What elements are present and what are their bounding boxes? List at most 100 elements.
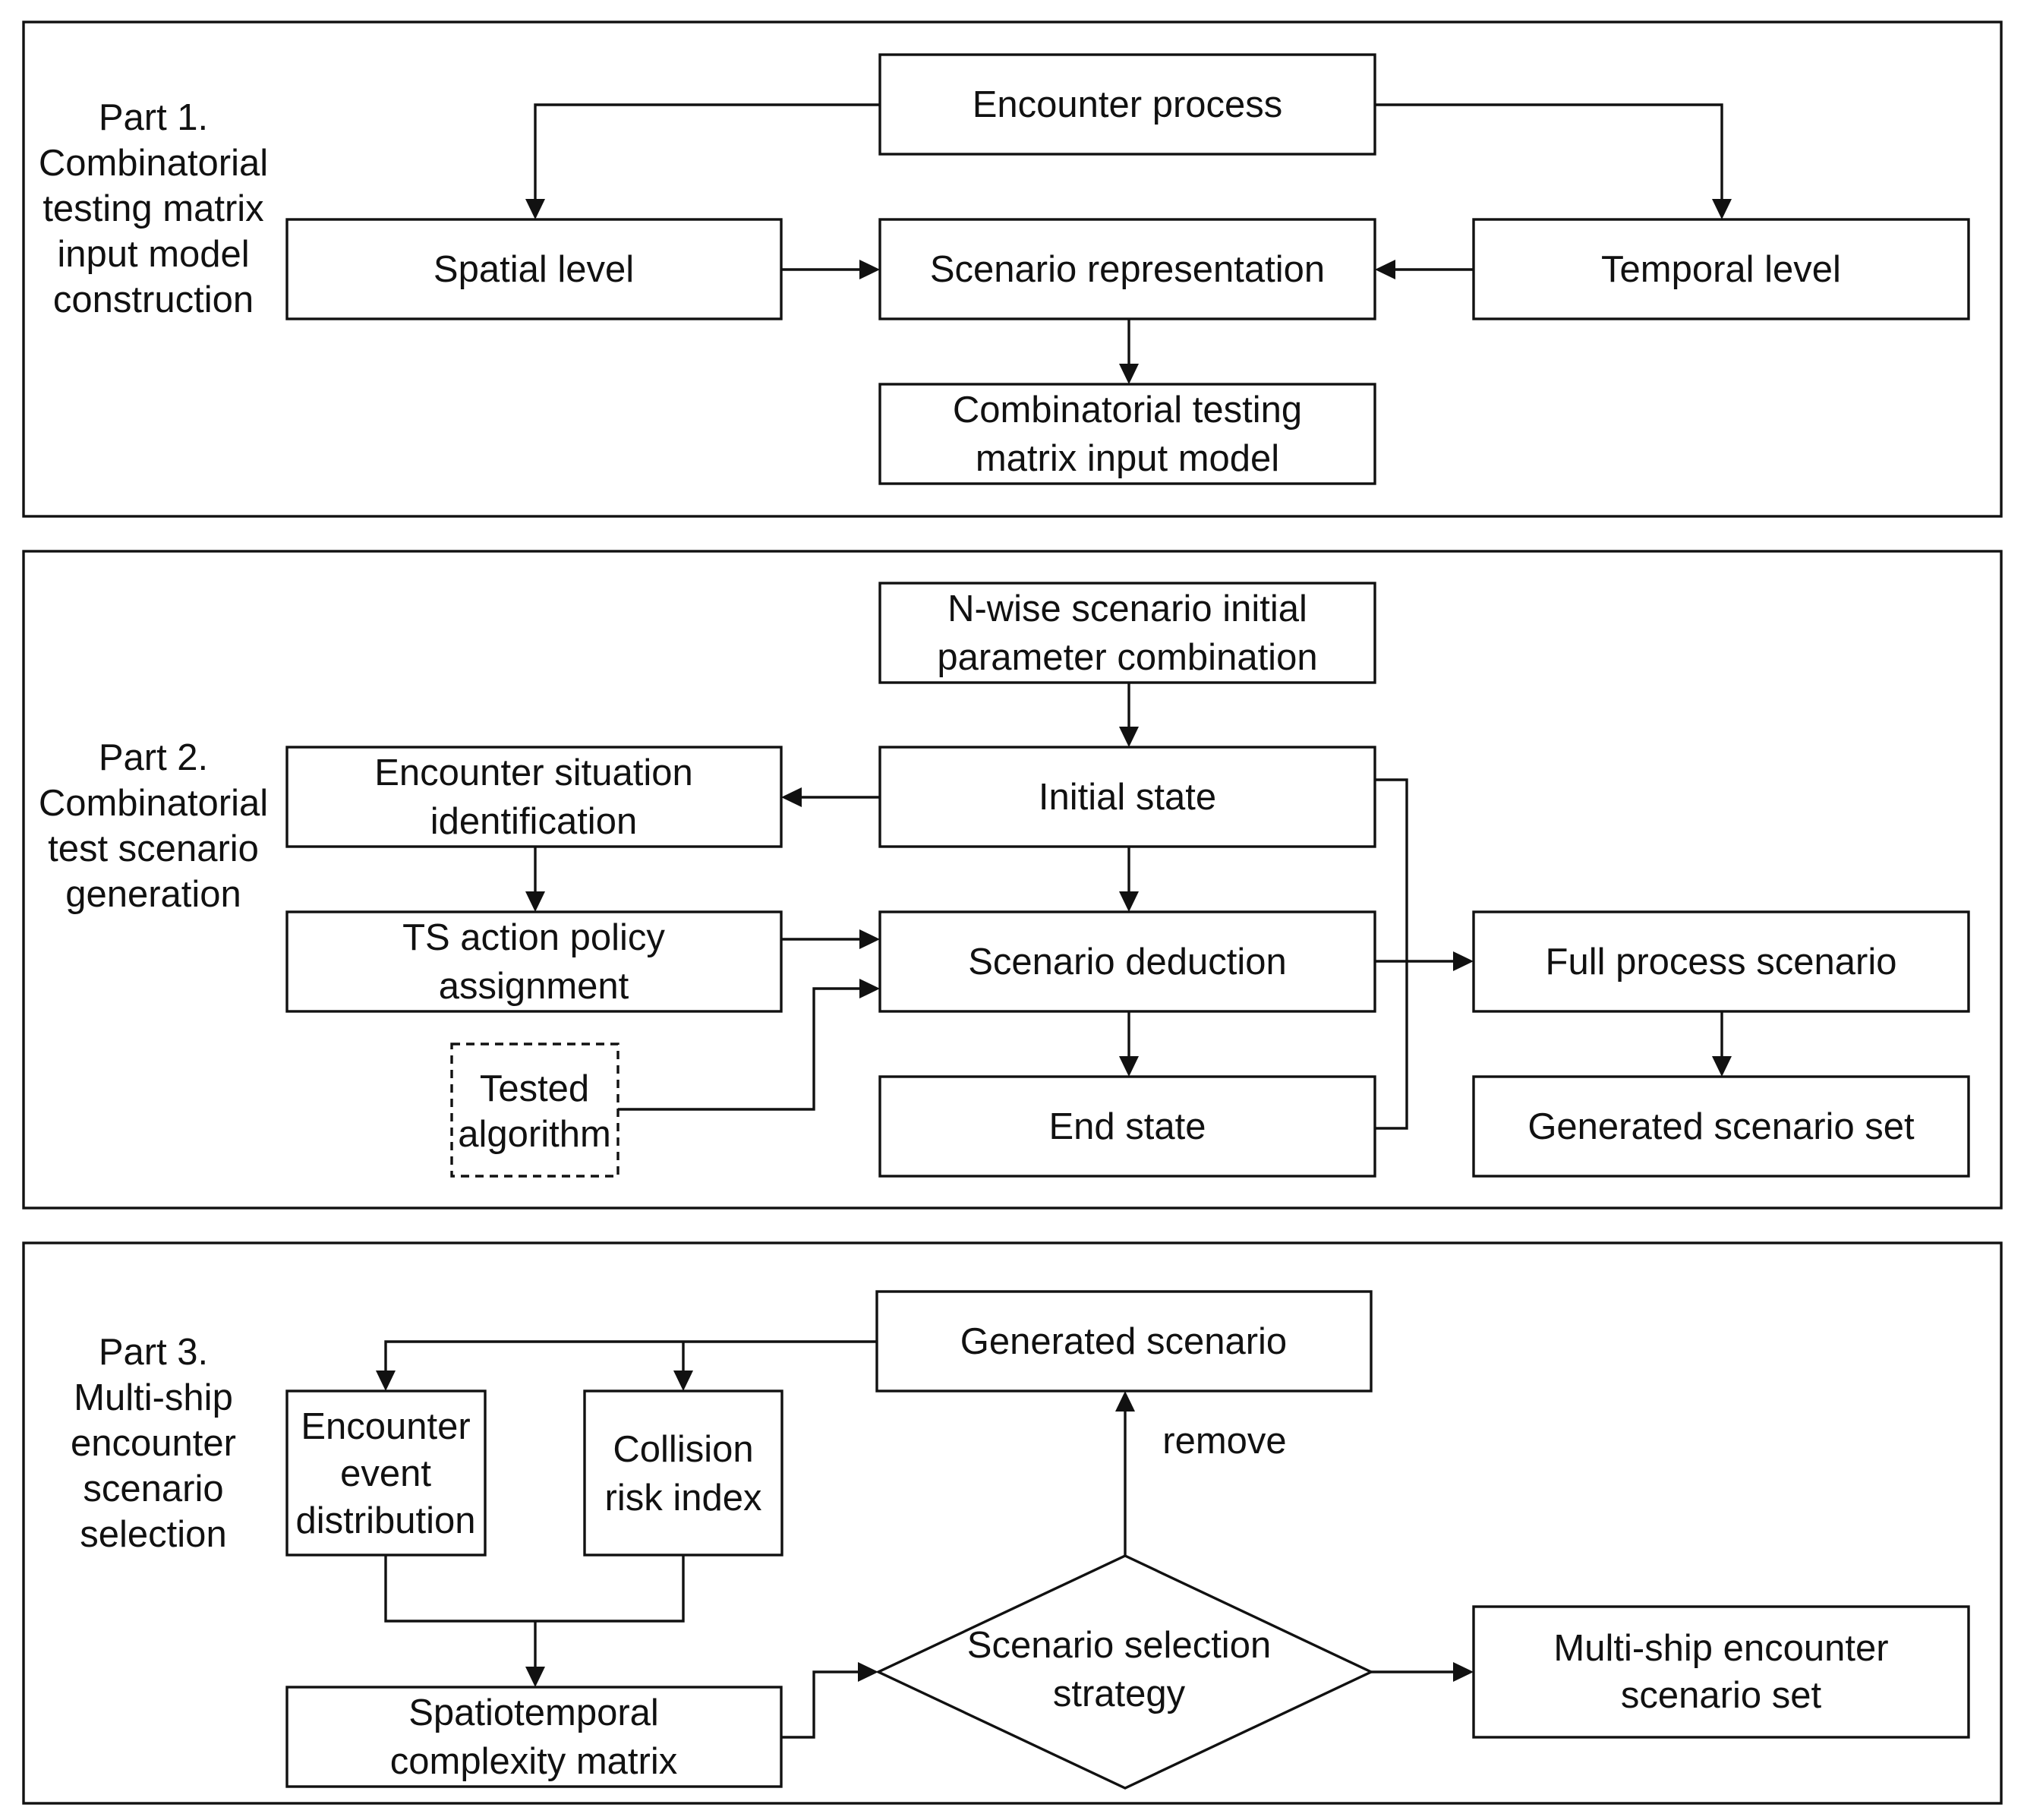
- generated-scenario-set-box: [1472, 1075, 1970, 1178]
- encounter-event-distribution-box: [285, 1389, 487, 1557]
- full-process-scenario-box: [1472, 910, 1970, 1013]
- nwise-combination-box: [878, 582, 1376, 684]
- arrowhead-end: [1119, 1056, 1139, 1077]
- text-line: Multi-ship: [74, 1377, 233, 1418]
- text-line: test scenario: [48, 828, 259, 869]
- arrowhead-matrix: [525, 1667, 545, 1687]
- arrowhead-risk-index: [673, 1371, 693, 1391]
- line-distribution-to-merge: [384, 1555, 685, 1623]
- text-line: complexity matrix: [390, 1741, 677, 1782]
- scenario-representation-text: Scenario representation: [930, 249, 1325, 290]
- text-line: testing matrix: [43, 188, 263, 229]
- arrowhead-set: [1712, 1056, 1732, 1077]
- scenario-deduction-box: [878, 910, 1376, 1013]
- selection-strategy-diamond: [875, 1554, 1374, 1790]
- end-state-text: End state: [1048, 1106, 1206, 1147]
- scenario-representation-box: [878, 218, 1376, 320]
- encounter-process-text: Encounter process: [973, 84, 1283, 125]
- initial-state-box: [878, 746, 1376, 848]
- text-line: Combinatorial testing: [953, 390, 1302, 431]
- arrowhead-representation-left: [859, 260, 880, 279]
- text-line: Combinatorial: [39, 143, 268, 184]
- part3-panel: [22, 1241, 2003, 1805]
- arrowhead-event-distribution: [376, 1371, 396, 1391]
- text-line: Initial state: [1039, 777, 1216, 818]
- text-line: Encounter situation: [374, 752, 693, 793]
- spatiotemporal-matrix-box: [285, 1686, 783, 1788]
- text-line: N-wise scenario initial: [947, 588, 1307, 629]
- arrowhead-deduction-algorithm: [859, 979, 880, 998]
- text-line: Spatial level: [433, 249, 634, 290]
- text-line: Encounter process: [973, 84, 1283, 125]
- spatial-level-box: [285, 218, 783, 320]
- arrowhead-deduction-policy: [859, 929, 880, 949]
- part2-panel: [22, 550, 2003, 1210]
- collision-risk-index-text: Collision risk index: [605, 1429, 762, 1519]
- tested-algorithm-box: [450, 1042, 619, 1178]
- arrowhead-spatial: [525, 199, 545, 219]
- arrowhead-temporal: [1712, 199, 1732, 219]
- temporal-level-text: Temporal level: [1601, 249, 1841, 290]
- text-line: strategy: [1053, 1673, 1186, 1714]
- ts-action-policy-box: [285, 910, 783, 1013]
- line-generated-to-branches: [384, 1340, 877, 1377]
- text-line: remove: [1162, 1421, 1286, 1462]
- text-line: generation: [65, 874, 241, 915]
- ct-matrix-input-model-box: [878, 383, 1376, 485]
- text-line: Generated scenario set: [1527, 1106, 1915, 1147]
- encounter-process-box: [878, 53, 1376, 156]
- text-line: Temporal level: [1601, 249, 1841, 290]
- arrowhead-policy: [525, 891, 545, 912]
- selection-strategy-text: Scenario selection strategy: [967, 1625, 1271, 1714]
- full-process-scenario-text: Full process scenario: [1546, 942, 1897, 983]
- spatial-level-text: Spatial level: [433, 249, 634, 290]
- text-line: End state: [1048, 1106, 1206, 1147]
- text-line: TS action policy: [402, 917, 665, 958]
- text-line: Part 1.: [99, 97, 208, 138]
- part2-connectors: [525, 683, 1732, 1130]
- arrowhead-remove: [1115, 1391, 1135, 1412]
- arrow-encounter-to-temporal: [1375, 103, 1723, 205]
- text-line: matrix input model: [976, 438, 1279, 479]
- text-line: Part 3.: [99, 1332, 208, 1373]
- arrowhead-strategy: [858, 1662, 878, 1682]
- text-line: Collision: [613, 1429, 753, 1470]
- text-line: event: [340, 1453, 431, 1494]
- text-line: Tested: [480, 1068, 589, 1109]
- text-line: Generated scenario: [960, 1321, 1287, 1362]
- ct-matrix-input-model-text: Combinatorial testing matrix input model: [953, 390, 1302, 479]
- text-line: risk index: [605, 1478, 762, 1519]
- line-initial-to-bus: [1375, 778, 1408, 1130]
- text-line: scenario set: [1621, 1675, 1822, 1716]
- remove-label: remove: [1162, 1421, 1286, 1462]
- part1-connectors: [525, 103, 1732, 384]
- generated-scenario-set-text: Generated scenario set: [1527, 1106, 1915, 1147]
- text-line: Combinatorial: [39, 783, 268, 824]
- arrowhead-initial: [1119, 727, 1139, 747]
- text-line: Full process scenario: [1546, 942, 1897, 983]
- text-line: construction: [53, 279, 254, 320]
- text-line: Scenario selection: [967, 1625, 1271, 1666]
- arrow-algorithm-to-deduction: [618, 987, 865, 1111]
- ts-action-policy-text: TS action policy assignment: [402, 917, 665, 1007]
- text-line: parameter combination: [937, 637, 1317, 678]
- arrow-matrix-to-strategy: [781, 1670, 864, 1739]
- arrowhead-full-process: [1453, 951, 1474, 971]
- encounter-situation-box: [285, 746, 783, 848]
- text-line: scenario: [83, 1468, 223, 1509]
- text-line: selection: [80, 1514, 226, 1555]
- generated-scenario-text: Generated scenario: [960, 1321, 1287, 1362]
- text-line: encounter: [71, 1423, 236, 1464]
- text-line: assignment: [439, 966, 629, 1007]
- multiship-set-text: Multi-ship encounter scenario set: [1553, 1628, 1888, 1716]
- arrow-encounter-to-spatial: [534, 103, 880, 205]
- nwise-combination-text: N-wise scenario initial parameter combina…: [937, 588, 1317, 678]
- text-line: Multi-ship encounter: [1553, 1628, 1888, 1669]
